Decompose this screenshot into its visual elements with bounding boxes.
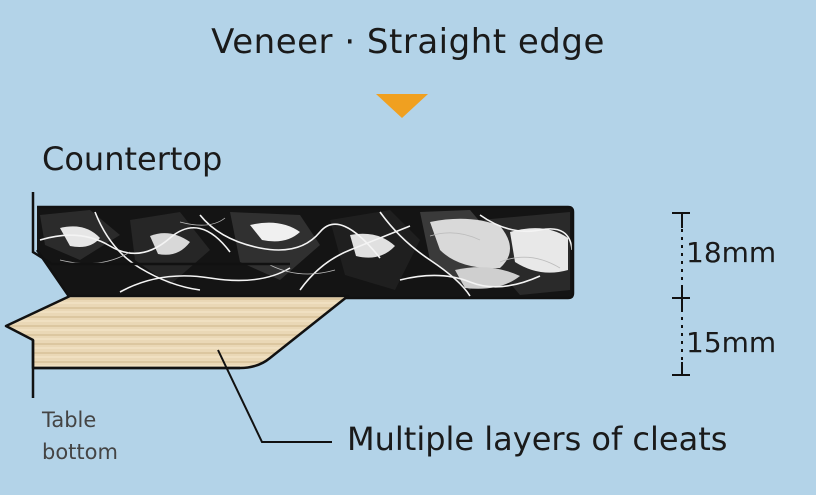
diagram-title: Veneer · Straight edge xyxy=(211,22,605,62)
slab-outline xyxy=(35,205,575,300)
dimension-markers xyxy=(672,212,690,376)
marble-slab xyxy=(37,207,573,298)
countertop-label: Countertop xyxy=(42,140,223,178)
down-arrow-icon xyxy=(376,94,428,118)
wood-cleats xyxy=(4,294,350,370)
cleats-label: Multiple layers of cleats xyxy=(347,420,728,458)
edge-line xyxy=(31,192,290,266)
thickness-bottom-label: 15mm xyxy=(686,326,777,359)
table-bottom-label: Table bottom xyxy=(42,408,118,464)
cleats-leader-line xyxy=(217,349,332,443)
thickness-top-label: 18mm xyxy=(686,236,777,269)
